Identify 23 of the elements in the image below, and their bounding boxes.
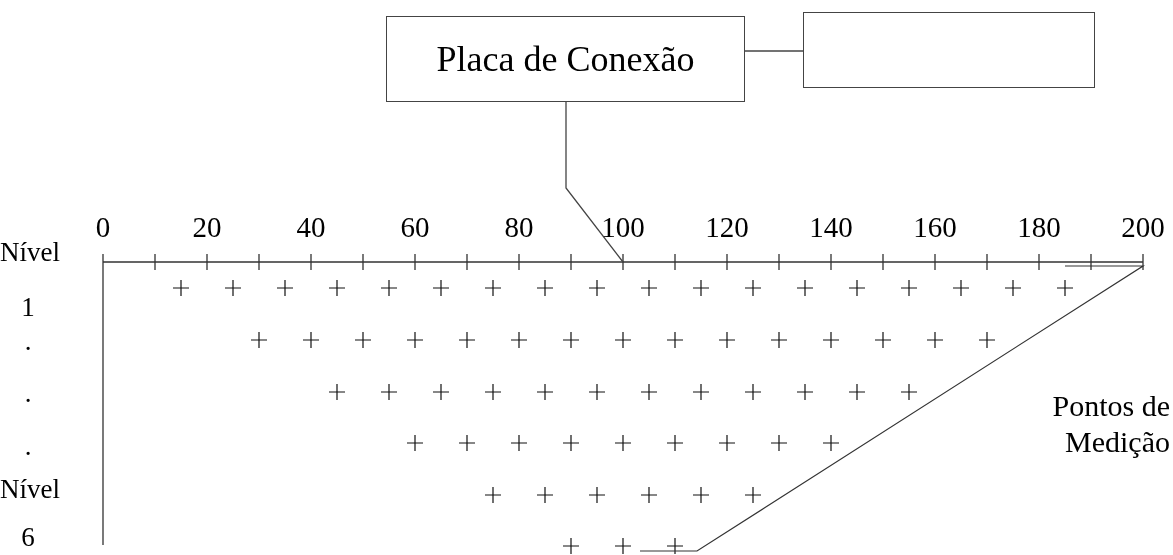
level-label: 6 bbox=[20, 522, 36, 552]
tick-label: 0 bbox=[94, 211, 112, 243]
tick-label: 20 bbox=[191, 211, 223, 243]
empty-box bbox=[803, 12, 1095, 88]
level-label: Nível bbox=[0, 237, 60, 267]
annotation-text: Pontos de Medição bbox=[1051, 388, 1170, 460]
process-box: Placa de Conexão bbox=[386, 16, 745, 102]
connector-line bbox=[744, 50, 804, 52]
tick-label: 160 bbox=[912, 211, 958, 243]
tick-label: 200 bbox=[1120, 211, 1166, 243]
tick-label: 60 bbox=[399, 211, 431, 243]
level-label: . bbox=[23, 431, 33, 461]
tick-label: 140 bbox=[808, 211, 854, 243]
connector-line bbox=[565, 101, 624, 263]
tick-label: 40 bbox=[295, 211, 327, 243]
tick-label: 120 bbox=[704, 211, 750, 243]
level-label: . bbox=[23, 326, 33, 356]
tick-label: 180 bbox=[1016, 211, 1062, 243]
level-label: 1 bbox=[20, 292, 36, 322]
tick-label: 80 bbox=[503, 211, 535, 243]
level-label: . bbox=[23, 378, 33, 408]
level-label: Nível bbox=[0, 474, 60, 504]
tick-label: 100 bbox=[600, 211, 646, 243]
